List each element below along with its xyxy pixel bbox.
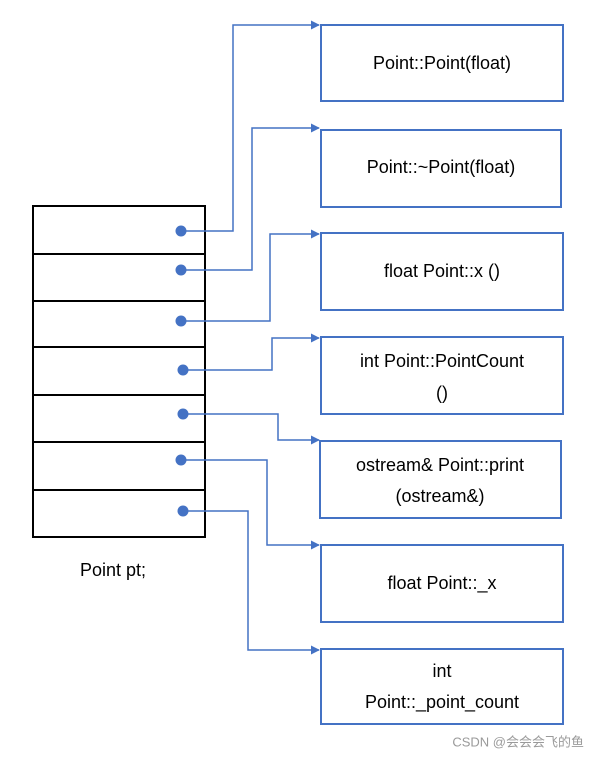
connector-arrow: [183, 510, 320, 655]
object-block: [32, 205, 206, 538]
slot-pointer-dot: [175, 225, 187, 237]
connector-arrow: [181, 459, 320, 550]
member-box-point-count: int Point::PointCount (): [320, 336, 564, 415]
member-label-line-2: (): [436, 383, 448, 403]
slot-pointer-dot: [175, 264, 187, 276]
member-label-line-1: int Point::PointCount: [360, 351, 524, 371]
object-caption: Point pt;: [80, 560, 146, 580]
member-box-outline: [320, 129, 562, 208]
connector-arrow: [181, 20, 320, 232]
member-box-outline: [320, 648, 564, 725]
slot-pointer-dot: [175, 315, 187, 327]
member-label-line-2: (ostream&): [395, 486, 484, 506]
watermark: CSDN @会会会飞的鱼: [452, 734, 584, 749]
member-box-outline: [320, 24, 564, 102]
slot-pointer-dot: [177, 505, 189, 517]
connector-arrow: [181, 123, 320, 271]
connectors: [181, 20, 320, 655]
member-box-point-count-field: int Point::_point_count: [320, 648, 564, 725]
slot-dots: [175, 225, 189, 517]
connector-arrow: [183, 413, 320, 445]
member-box-destructor: Point::~Point(float): [320, 129, 562, 208]
connector-arrow: [181, 229, 320, 322]
object-outline: [32, 205, 206, 538]
member-box-constructor: Point::Point(float): [320, 24, 564, 102]
member-box-outline: [320, 232, 564, 311]
member-box-x-field: float Point::_x: [320, 544, 564, 623]
member-label-line-2: Point::_point_count: [365, 692, 519, 713]
member-box-outline: [320, 336, 564, 415]
member-box-print: ostream& Point::print (ostream&): [319, 440, 562, 519]
member-label: Point::Point(float): [373, 53, 511, 73]
member-label: float Point::_x: [387, 573, 496, 594]
member-box-outline: [319, 440, 562, 519]
slot-pointer-dot: [177, 364, 189, 376]
member-label-line-1: ostream& Point::print: [356, 455, 524, 475]
member-box-outline: [320, 544, 564, 623]
slot-pointer-dot: [175, 454, 187, 466]
member-label: float Point::x (): [384, 261, 500, 281]
slot-pointer-dot: [177, 408, 189, 420]
member-label-line-1: int: [432, 661, 451, 681]
member-box-x-accessor: float Point::x (): [320, 232, 564, 311]
connector-arrow: [183, 333, 320, 371]
member-label: Point::~Point(float): [367, 157, 516, 177]
